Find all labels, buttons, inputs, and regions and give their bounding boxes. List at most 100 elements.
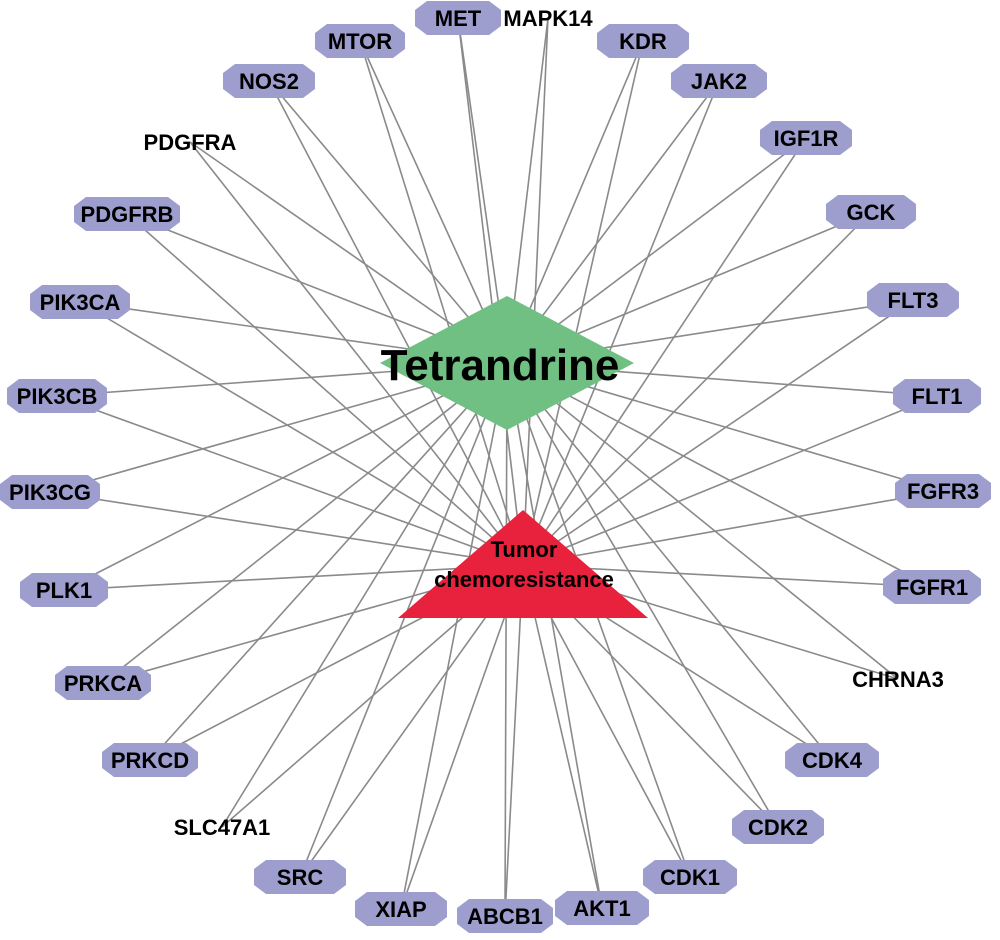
gene-node-fgfr1[interactable]: FGFR1 [883,570,981,604]
gene-node-prkcd[interactable]: PRKCD [102,743,198,777]
gene-node-gck[interactable]: GCK [826,195,916,229]
disease-label-line2: chemoresistance [434,567,614,592]
gene-octagon [415,1,501,35]
gene-label: IGF1R [774,126,839,151]
gene-node-nos2[interactable]: NOS2 [223,64,315,98]
gene-node-mtor[interactable]: MTOR [315,24,405,58]
gene-node-abcb1[interactable]: ABCB1 [457,899,553,933]
gene-node-slc47a1[interactable]: SLC47A1 [174,815,271,840]
drug-diamond [380,296,634,430]
gene-octagon [643,860,737,894]
disease-label-line1: Tumor [491,537,558,562]
edge-fgfr3-to-disease [522,490,944,566]
gene-node-cdk2[interactable]: CDK2 [732,810,824,844]
gene-octagon [7,379,107,413]
gene-label: PDGFRB [81,202,174,227]
gene-node-chrna3[interactable]: CHRNA3 [852,667,944,692]
gene-label: JAK2 [691,69,747,94]
disease-node[interactable]: Tumor chemoresistance [398,510,648,618]
gene-node-pdgfra[interactable]: PDGFRA [144,130,237,155]
gene-node-src[interactable]: SRC [254,860,346,894]
gene-label: CDK2 [748,815,808,840]
edge-met-to-disease [457,17,524,566]
gene-octagon [883,570,981,604]
gene-label: SRC [277,865,324,890]
gene-node-akt1[interactable]: AKT1 [555,891,649,925]
gene-node-met[interactable]: MET [415,1,501,35]
gene-label: PDGFRA [144,130,237,155]
gene-octagon [55,666,151,700]
gene-label: PIK3CA [40,290,121,315]
gene-label: FGFR1 [896,575,968,600]
edge-pdgfra-to-disease [189,141,524,566]
gene-octagon [826,195,916,229]
edge-gck-to-disease [522,211,872,566]
gene-node-flt3[interactable]: FLT3 [867,283,959,317]
gene-label: KDR [619,29,667,54]
edge-kdr-to-disease [522,40,644,566]
gene-octagon [74,197,180,231]
gene-label: GCK [847,200,896,225]
gene-label: CDK1 [660,865,720,890]
edge-slc47a1-to-drug [221,362,508,828]
gene-node-xiap[interactable]: XIAP [355,892,447,926]
drug-label: Tetrandrine [381,341,620,390]
gene-node-cdk4[interactable]: CDK4 [785,743,879,777]
edge-pik3ca-to-disease [79,301,524,566]
edge-flt3-to-disease [522,299,914,566]
gene-node-fgfr3[interactable]: FGFR3 [895,474,991,508]
gene-label: FLT3 [888,288,939,313]
gene-label: FGFR3 [907,479,979,504]
gene-node-prkca[interactable]: PRKCA [55,666,151,700]
gene-label: CHRNA3 [852,667,944,692]
gene-octagon [315,24,405,58]
gene-node-pik3cb[interactable]: PIK3CB [7,379,107,413]
gene-node-plk1[interactable]: PLK1 [20,573,108,607]
edge-xiap-to-drug [400,362,508,910]
edge-cdk4-to-drug [506,362,833,761]
gene-octagon [20,573,108,607]
gene-octagon [867,283,959,317]
edge-fgfr1-to-disease [522,564,933,588]
edge-nos2-to-drug [268,80,508,364]
gene-node-cdk1[interactable]: CDK1 [643,860,737,894]
gene-label: CDK4 [802,748,863,773]
gene-label: SLC47A1 [174,815,271,840]
gene-label: MET [435,6,482,31]
gene-node-kdr[interactable]: KDR [597,24,689,58]
edge-src-to-drug [299,362,508,878]
gene-node-flt1[interactable]: FLT1 [893,379,981,413]
gene-node-mapk14[interactable]: MAPK14 [503,6,593,31]
edge-pik3cg-to-disease [49,491,524,566]
gene-octagon [223,64,315,98]
gene-label: PRKCA [64,671,142,696]
edge-plk1-to-drug [63,362,508,591]
edge-cdk1-to-drug [506,362,691,878]
edge-xiap-to-disease [400,564,524,910]
gene-octagon [785,743,879,777]
gene-node-pik3ca[interactable]: PIK3CA [30,285,130,319]
gene-label: PIK3CB [17,384,98,409]
gene-octagon [457,899,553,933]
gene-label: MAPK14 [503,6,593,31]
gene-node-pik3cg[interactable]: PIK3CG [0,475,100,509]
gene-node-igf1r[interactable]: IGF1R [760,121,852,155]
drug-node[interactable]: Tetrandrine [380,296,634,430]
gene-octagon [555,891,649,925]
gene-octagon [732,810,824,844]
edge-mapk14-to-disease [522,17,549,566]
gene-node-pdgfrb[interactable]: PDGFRB [74,197,180,231]
edge-mtor-to-disease [359,40,524,566]
gene-label: PIK3CG [9,480,91,505]
gene-label: NOS2 [239,69,299,94]
edge-cdk2-to-drug [506,362,779,828]
edge-pik3cb-to-disease [56,395,524,566]
gene-octagon [597,24,689,58]
gene-label: AKT1 [573,896,630,921]
gene-octagon [102,743,198,777]
gene-octagon [355,892,447,926]
gene-octagon [893,379,981,413]
gene-node-jak2[interactable]: JAK2 [671,64,767,98]
